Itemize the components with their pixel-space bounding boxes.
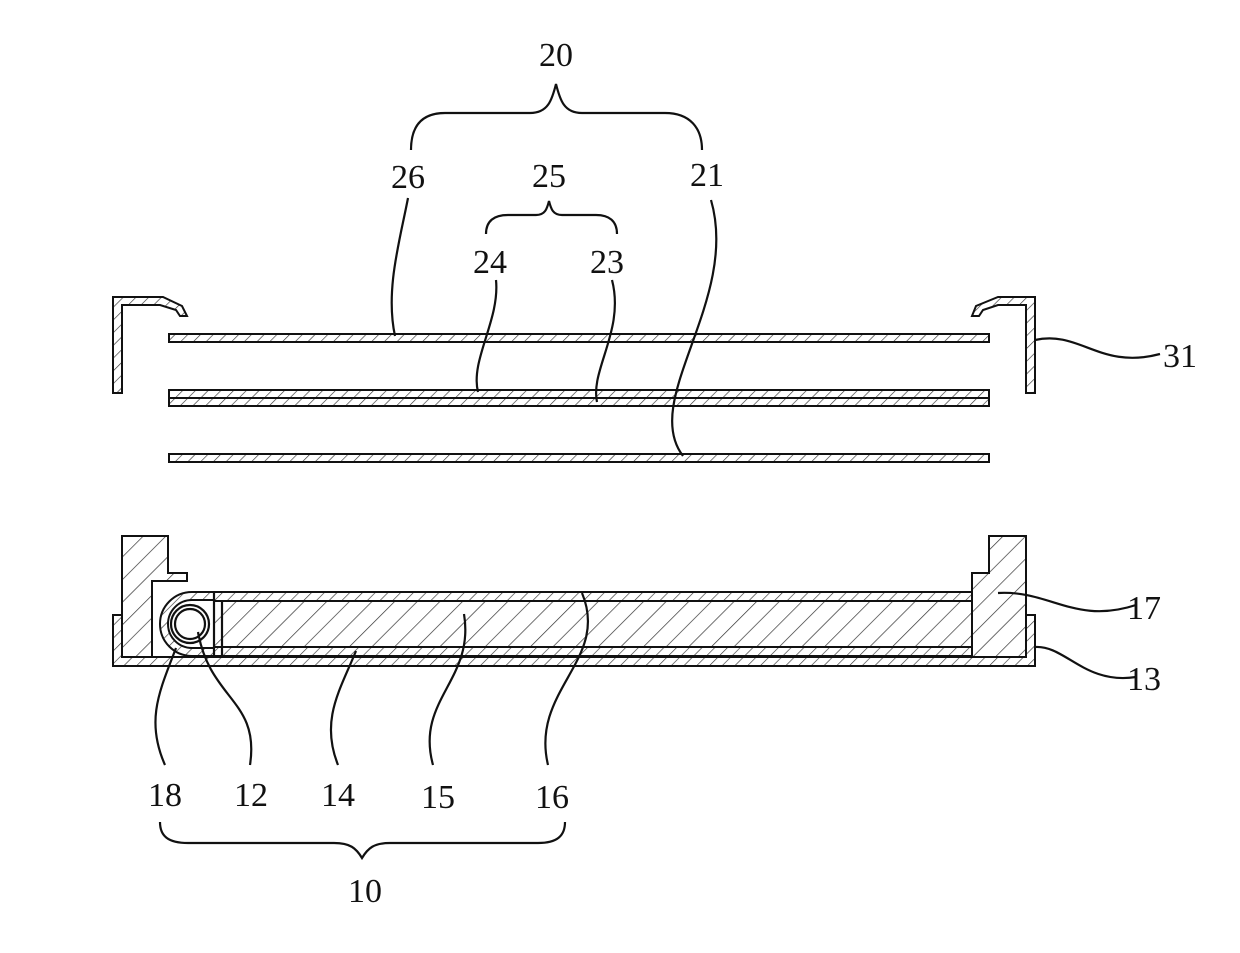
light-guide-plate-15: [214, 601, 972, 647]
lamp-12-inner: [175, 609, 205, 639]
brace-20: [411, 84, 702, 150]
label-18: 18: [148, 777, 182, 814]
frame-31-left: [113, 297, 187, 393]
leader-13: [1035, 647, 1136, 678]
label-23: 23: [590, 244, 624, 281]
label-20: 20: [539, 37, 573, 74]
label-13: 13: [1127, 661, 1161, 698]
sheet-26: [169, 334, 989, 342]
label-10: 10: [348, 873, 382, 910]
leader-31: [1035, 338, 1160, 357]
label-15: 15: [421, 779, 455, 816]
label-14: 14: [321, 777, 355, 814]
sheet-24: [169, 390, 989, 398]
frame-31-right: [972, 297, 1035, 393]
label-21: 21: [690, 157, 724, 194]
sheet-21: [169, 454, 989, 462]
leader-21: [672, 200, 716, 456]
label-25: 25: [532, 158, 566, 195]
lamp-12: [171, 605, 209, 643]
label-31: 31: [1163, 338, 1197, 375]
label-26: 26: [391, 159, 425, 196]
brace-10: [160, 822, 565, 858]
label-17: 17: [1127, 590, 1161, 627]
label-12: 12: [234, 777, 268, 814]
label-24: 24: [473, 244, 507, 281]
reflector-14: [214, 647, 972, 656]
leader-14: [331, 651, 356, 765]
optical-sheet-16: [214, 592, 972, 601]
sheet-23: [169, 398, 989, 406]
leader-26: [392, 198, 408, 336]
label-16: 16: [535, 779, 569, 816]
mold-frame-17: [972, 536, 1026, 657]
brace-25: [486, 201, 617, 234]
